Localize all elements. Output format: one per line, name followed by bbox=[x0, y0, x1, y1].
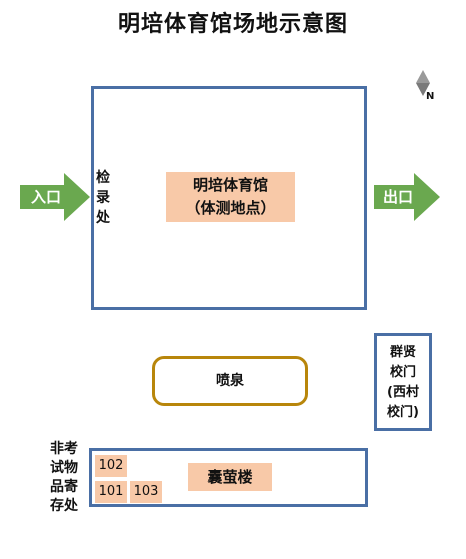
fountain: 喷泉 bbox=[152, 356, 308, 406]
stadium-label: 明培体育馆 （体测地点） bbox=[166, 172, 295, 222]
exit-arrow: 出口 bbox=[374, 173, 440, 221]
stadium-note: （体测地点） bbox=[185, 199, 276, 217]
entrance-arrow: 入口 bbox=[20, 173, 90, 221]
stadium-name: 明培体育馆 bbox=[192, 176, 268, 194]
stadium-outline bbox=[91, 86, 367, 310]
room-102: 102 bbox=[95, 455, 127, 477]
west-gate: 群贤 校门 (西村 校门) bbox=[374, 333, 432, 431]
building-outline bbox=[89, 448, 368, 507]
storage-label: 非考 试物 品寄 存处 bbox=[50, 441, 78, 514]
north-label: N bbox=[426, 91, 435, 102]
compass-icon bbox=[410, 68, 442, 106]
room-101: 101 bbox=[95, 481, 127, 503]
building-label: 囊萤楼 bbox=[188, 463, 272, 491]
exit-label: 出口 bbox=[382, 188, 413, 206]
page-title: 明培体育馆场地示意图 bbox=[117, 12, 348, 37]
entrance-label: 入口 bbox=[30, 188, 61, 206]
room-103: 103 bbox=[130, 481, 162, 503]
checkin-label: 检 录 处 bbox=[96, 170, 110, 226]
